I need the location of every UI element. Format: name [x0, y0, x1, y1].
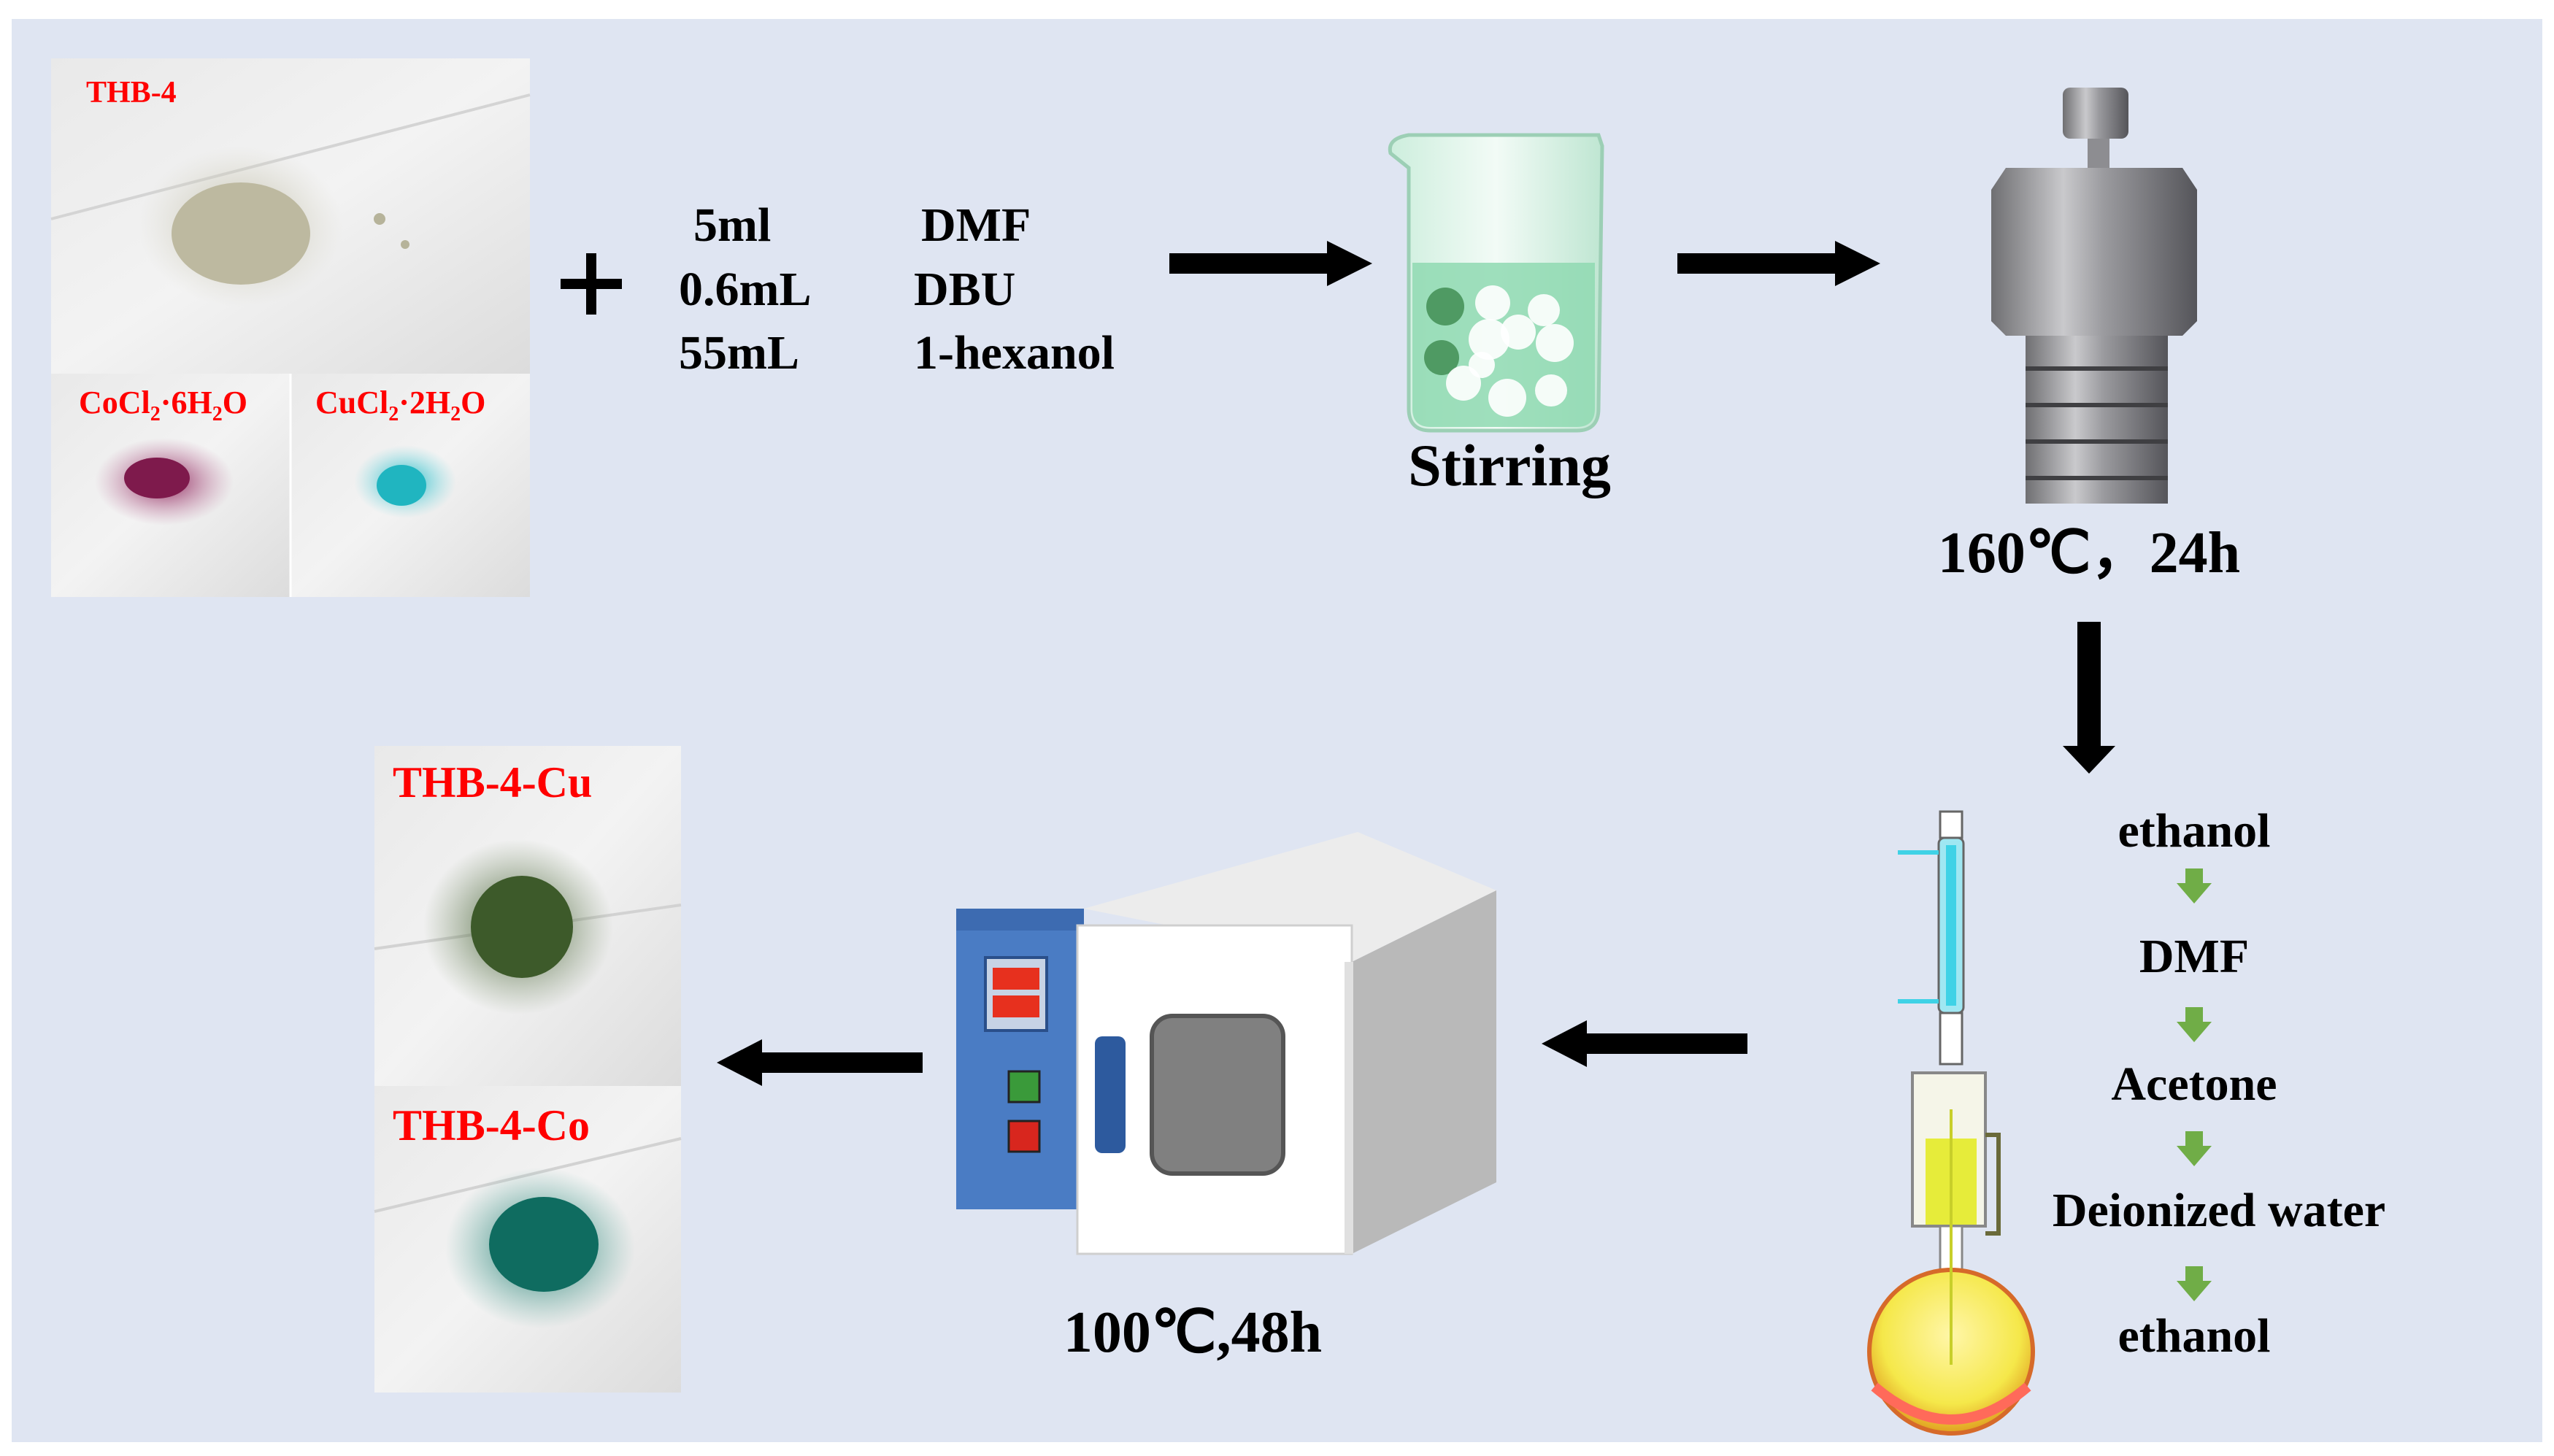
label-thb4-co: THB-4-Co — [393, 1101, 590, 1149]
photo-thb4-co — [374, 1086, 682, 1393]
arrow-right-1 — [1169, 241, 1372, 286]
reagent-name-3: 1-hexanol — [914, 326, 1115, 380]
reagent-list: 5ml DMF 0.6mL DBU 55mL 1-hexanol — [679, 199, 1115, 380]
label-stirring: Stirring — [1408, 432, 1611, 498]
photo-thb4 — [50, 58, 531, 374]
wash-arrow-1-icon — [2177, 868, 2212, 904]
plus-icon — [561, 253, 622, 315]
arrow-left-1 — [1542, 1020, 1747, 1067]
autoclave-icon — [1991, 88, 2197, 504]
reagent-amount-2: 0.6mL — [679, 263, 812, 316]
wash-solvent-3: Acetone — [2111, 1058, 2277, 1111]
wash-solvent-2: DMF — [2139, 930, 2249, 983]
label-reactor-conditions: 160℃，24h — [1938, 521, 2240, 585]
wash-solvent-1: ethanol — [2118, 804, 2270, 858]
soxhlet-icon — [1867, 810, 2035, 1436]
arrow-right-2 — [1677, 241, 1880, 286]
arrow-down — [2063, 622, 2115, 774]
reagent-name-1: DMF — [921, 199, 1031, 252]
label-thb4: THB-4 — [86, 76, 177, 109]
wash-arrow-4-icon — [2177, 1266, 2212, 1301]
photo-thb4-cu — [374, 746, 682, 1086]
label-cucl2: CuCl2·2H2O — [315, 385, 485, 425]
wash-arrow-2-icon — [2177, 1007, 2212, 1042]
reagent-amount-1: 5ml — [693, 199, 771, 252]
label-cocl2: CoCl2·6H2O — [79, 385, 247, 425]
label-thb4-cu: THB-4-Cu — [393, 758, 592, 806]
washing-sequence: ethanol DMF Acetone Deionized water etha… — [2053, 804, 2385, 1363]
photo-cocl2 — [51, 374, 291, 597]
reagent-name-2: DBU — [914, 263, 1015, 316]
wash-arrow-3-icon — [2177, 1131, 2212, 1166]
label-oven-conditions: 100℃,48h — [1063, 1301, 1322, 1365]
wash-solvent-5: ethanol — [2118, 1309, 2270, 1363]
reagent-amount-3: 55mL — [679, 326, 799, 380]
arrow-left-2 — [717, 1039, 923, 1086]
photo-cucl2 — [291, 374, 530, 597]
wash-solvent-4: Deionized water — [2053, 1184, 2385, 1237]
oven-icon — [956, 832, 1496, 1255]
beaker-icon — [1388, 133, 1604, 433]
